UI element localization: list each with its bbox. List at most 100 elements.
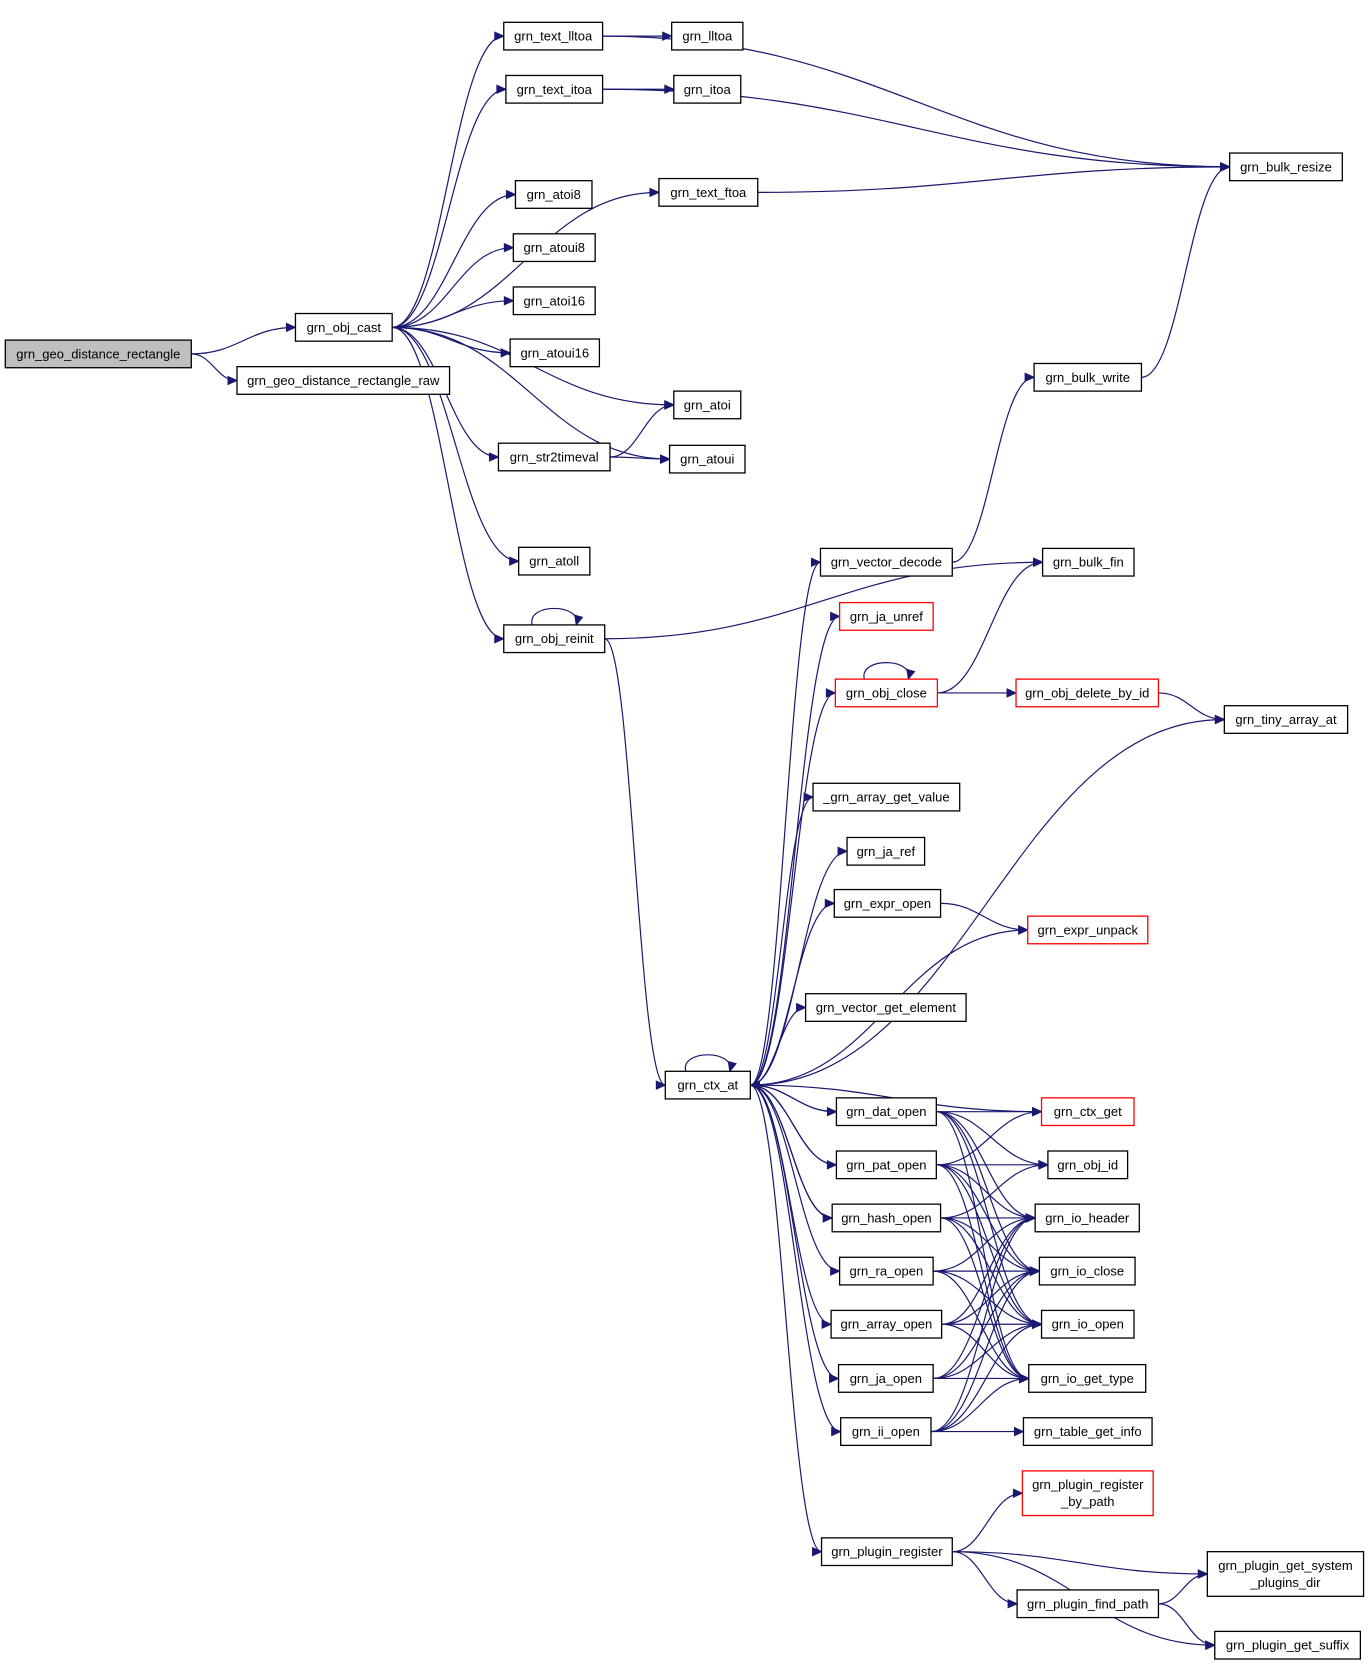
node-box xyxy=(517,546,591,576)
edge-obj_cast-to-obj_reinit xyxy=(392,326,504,640)
node-label: grn_io_header xyxy=(1045,1210,1130,1225)
edge-ra_open-to-io_open xyxy=(933,1270,1042,1325)
node-obj-delete-by-id[interactable]: grn_obj_delete_by_id xyxy=(1015,678,1160,708)
edge-ra_open-to-io_header xyxy=(933,1217,1036,1272)
arrowhead xyxy=(227,375,239,386)
node-io-close[interactable]: grn_io_close xyxy=(1038,1256,1136,1286)
node-box xyxy=(820,1537,953,1567)
node-ctx-get[interactable]: grn_ctx_get xyxy=(1040,1097,1135,1127)
node-lltoa[interactable]: grn_lltoa xyxy=(671,21,744,51)
node-atoi16[interactable]: grn_atoi16 xyxy=(512,286,596,316)
node-label: grn_text_itoa xyxy=(517,82,593,97)
node-bulk-fin[interactable]: grn_bulk_fin xyxy=(1041,547,1135,577)
node-box xyxy=(838,1256,934,1286)
edge-plugin_register-to-plugin_get_system_plugins_dir xyxy=(952,1551,1208,1575)
node-table-get-info[interactable]: grn_table_get_info xyxy=(1022,1417,1153,1447)
edge-pat_open-to-io_header xyxy=(936,1164,1036,1219)
node-box xyxy=(1047,1150,1129,1180)
arrowhead xyxy=(831,1426,842,1437)
node-box xyxy=(664,1070,751,1100)
node-label: grn_atoi8 xyxy=(527,187,581,202)
node-box xyxy=(294,312,393,342)
node-obj-reinit[interactable]: grn_obj_reinit xyxy=(503,624,606,654)
node-io-get-type[interactable]: grn_io_get_type xyxy=(1028,1363,1147,1393)
node-ja-unref[interactable]: grn_ja_unref xyxy=(838,601,934,631)
node-bulk-resize[interactable]: grn_bulk_resize xyxy=(1228,152,1343,182)
arrowhead xyxy=(906,668,916,681)
node-box xyxy=(1033,362,1143,392)
node-tiny-array-at[interactable]: grn_tiny_array_at xyxy=(1223,705,1349,734)
node-ii-open[interactable]: grn_ii_open xyxy=(840,1417,932,1447)
arrowhead xyxy=(796,1002,807,1013)
node-plugin-find-path[interactable]: grn_plugin_find_path xyxy=(1016,1589,1160,1619)
node-ja-ref[interactable]: grn_ja_ref xyxy=(846,836,926,866)
node-expr-unpack[interactable]: grn_expr_unpack xyxy=(1027,915,1149,945)
node-atoui[interactable]: grn_atoui xyxy=(668,444,746,474)
node-raw[interactable]: grn_geo_distance_rectangle_raw xyxy=(236,366,451,395)
node-label: grn_obj_reinit xyxy=(515,631,594,646)
edge-obj_reinit-to-ctx_at xyxy=(604,638,666,1086)
arrowhead xyxy=(1024,372,1036,383)
node-atoui16[interactable]: grn_atoui16 xyxy=(509,338,601,368)
node-box xyxy=(671,21,744,51)
edge-obj_cast-to-atoui16 xyxy=(392,326,511,354)
node-box xyxy=(1016,1589,1160,1619)
node-plugin-register-by-path[interactable]: grn_plugin_register_by_path xyxy=(1021,1470,1154,1517)
edge-ctx_at-to-vector_decode xyxy=(750,561,821,1086)
node-label: grn_atoi xyxy=(684,397,731,412)
node-box xyxy=(668,444,746,474)
node-atoll[interactable]: grn_atoll xyxy=(517,546,591,576)
arrowhead xyxy=(1032,1106,1043,1117)
node-box xyxy=(497,442,611,472)
node-io-open[interactable]: grn_io_open xyxy=(1040,1309,1135,1339)
node-plugin-get-suffix[interactable]: grn_plugin_get_suffix xyxy=(1214,1630,1362,1660)
arrowhead xyxy=(1197,1569,1209,1579)
node-vector-decode[interactable]: grn_vector_decode xyxy=(819,547,953,577)
node-root[interactable]: grn_geo_distance_rectangle xyxy=(4,339,192,369)
edge-pat_open-to-ctx_at xyxy=(750,1084,837,1166)
node-plugin-get-system-plugins-dir[interactable]: grn_plugin_get_system_plugins_dir xyxy=(1206,1551,1365,1597)
node-array-get-value[interactable]: _grn_array_get_value xyxy=(812,782,961,812)
node-atoi8[interactable]: grn_atoi8 xyxy=(514,180,593,209)
edge-str2timeval-to-atoi xyxy=(610,404,674,458)
node-array-open[interactable]: grn_array_open xyxy=(830,1309,943,1339)
node-label: grn_atoui8 xyxy=(524,240,585,255)
node-ja-open[interactable]: grn_ja_open xyxy=(837,1363,934,1393)
node-atoui8[interactable]: grn_atoui8 xyxy=(512,233,596,263)
node-pat-open[interactable]: grn_pat_open xyxy=(835,1150,937,1180)
edge-ctx_at-to-obj_close xyxy=(750,692,836,1086)
node-dat-open[interactable]: grn_dat_open xyxy=(835,1097,937,1127)
edge-obj_cast-to-text_itoa xyxy=(392,88,506,328)
arrowhead xyxy=(655,1080,667,1090)
node-io-header[interactable]: grn_io_header xyxy=(1034,1203,1140,1233)
edge-bulk_write-to-bulk_resize xyxy=(1141,166,1230,378)
node-vector-get-element[interactable]: grn_vector_get_element xyxy=(804,993,967,1022)
node-text-lltoa[interactable]: grn_text_lltoa xyxy=(503,21,604,51)
node-label: grn_dat_open xyxy=(846,1104,926,1119)
node-label: grn_table_get_info xyxy=(1034,1424,1142,1439)
edge-dat_open-to-io_close xyxy=(936,1111,1040,1272)
node-box xyxy=(831,1203,942,1233)
node-text-itoa[interactable]: grn_text_itoa xyxy=(505,74,604,104)
node-atoi[interactable]: grn_atoi xyxy=(673,390,742,420)
node-itoa[interactable]: grn_itoa xyxy=(673,74,742,104)
arrowhead xyxy=(1214,714,1226,725)
node-plugin-register[interactable]: grn_plugin_register xyxy=(820,1537,953,1567)
node-label: grn_ja_open xyxy=(850,1371,922,1386)
node-box xyxy=(673,390,742,420)
node-box xyxy=(837,1363,934,1393)
node-expr-open[interactable]: grn_expr_open xyxy=(833,888,942,918)
node-label: grn_text_lltoa xyxy=(514,29,593,44)
node-bulk-write[interactable]: grn_bulk_write xyxy=(1033,362,1143,392)
node-hash-open[interactable]: grn_hash_open xyxy=(831,1203,942,1233)
arrowhead xyxy=(494,31,505,41)
edge-expr_open-to-expr_unpack xyxy=(940,902,1028,931)
node-obj-close[interactable]: grn_obj_close xyxy=(834,678,939,708)
node-ctx-at[interactable]: grn_ctx_at xyxy=(664,1070,751,1100)
node-text-ftoa[interactable]: grn_text_ftoa xyxy=(658,177,759,207)
node-obj-cast[interactable]: grn_obj_cast xyxy=(294,312,393,342)
node-obj-id[interactable]: grn_obj_id xyxy=(1047,1150,1129,1180)
node-str2timeval[interactable]: grn_str2timeval xyxy=(497,442,611,472)
node-ra-open[interactable]: grn_ra_open xyxy=(838,1256,934,1286)
node-box xyxy=(819,547,953,577)
